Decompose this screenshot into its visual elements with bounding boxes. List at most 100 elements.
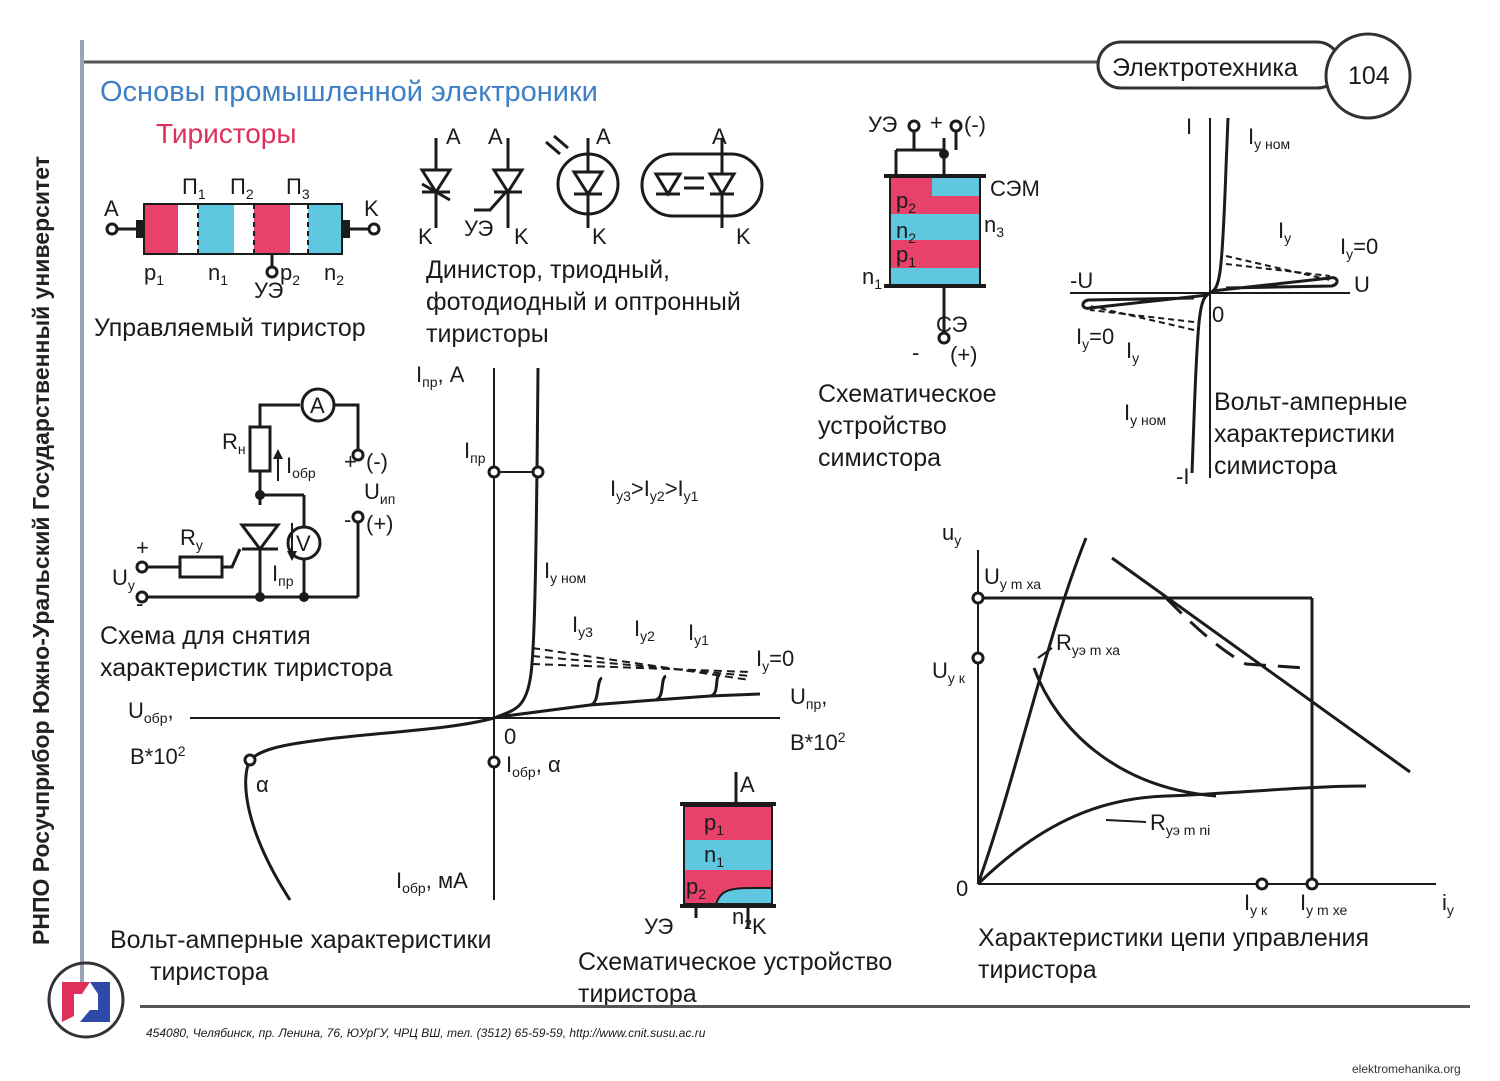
svg-text:n2: n2 xyxy=(324,260,344,288)
caption-line: Схематическое xyxy=(818,380,997,408)
svg-text:A: A xyxy=(740,772,755,797)
svg-text:n3: n3 xyxy=(984,212,1004,240)
university-logo xyxy=(47,961,125,1039)
svg-text:0: 0 xyxy=(956,876,968,901)
measurement-circuit: A V Rн Iобр + (-) Uип - (+) Rу Iпр + Uу … xyxy=(112,387,395,610)
caption-line: тиристора xyxy=(150,958,269,986)
footer-address: 454080, Челябинск, пр. Ленина, 76, ЮУрГУ… xyxy=(146,1026,706,1040)
svg-text:Iу mхе: Iу mхе xyxy=(1300,890,1348,918)
svg-text:V: V xyxy=(296,531,311,556)
svg-text:Rуэ mха: Rуэ mха xyxy=(1056,630,1120,658)
header-frame xyxy=(84,32,1412,120)
svg-text:+: + xyxy=(344,449,357,474)
svg-text:iу: iу xyxy=(1442,890,1454,918)
svg-text:B*102: B*102 xyxy=(790,729,846,755)
svg-text:УЭ: УЭ xyxy=(464,216,493,241)
sidebar-vertical-text: РНПО Росучприбор Южно-Уральский Государс… xyxy=(28,155,54,945)
caption-line: тиристора xyxy=(978,956,1097,984)
thyristor-vac-chart: Iпр, A Iпр Iу3>Iу2>Iу1 Iу ном Iу3 Iу2 Iу… xyxy=(128,362,846,901)
svg-text:П2: П2 xyxy=(230,174,254,202)
watermark: elektromehanika.org xyxy=(1352,1062,1461,1076)
svg-text:I: I xyxy=(1186,114,1192,139)
caption-line: Вольт-амперные характеристики xyxy=(110,926,492,954)
svg-text:uу: uу xyxy=(942,520,961,548)
svg-text:-I: -I xyxy=(1176,464,1189,488)
caption-line: устройство xyxy=(818,412,947,440)
svg-text:Iу=0: Iу=0 xyxy=(1076,324,1114,352)
svg-text:Iу3>Iу2>Iу1: Iу3>Iу2>Iу1 xyxy=(610,476,699,504)
caption-line: Характеристики цепи управления xyxy=(978,924,1370,952)
svg-text:p1: p1 xyxy=(144,260,164,288)
svg-text:0: 0 xyxy=(1212,302,1224,327)
svg-text:-: - xyxy=(136,591,143,610)
svg-text:K: K xyxy=(752,914,767,938)
svg-text:Iу=0: Iу=0 xyxy=(756,646,794,674)
svg-text:B*102: B*102 xyxy=(130,743,186,769)
svg-text:K: K xyxy=(364,196,379,221)
svg-text:α: α xyxy=(256,772,269,797)
svg-text:Iпр: Iпр xyxy=(464,438,486,466)
svg-text:K: K xyxy=(592,224,607,249)
svg-text:U: U xyxy=(1354,272,1370,297)
caption-line: Вольт-амперные xyxy=(1214,388,1408,416)
controlled-thyristor-diagram: A K П1 П2 П3 p1 n1 p2 n2 УЭ xyxy=(104,174,381,298)
svg-text:Iу1: Iу1 xyxy=(688,620,709,648)
svg-text:СЭ: СЭ xyxy=(936,312,968,337)
subject-label: Электротехника xyxy=(1112,54,1298,82)
svg-text:Iобр: Iобр xyxy=(286,453,316,481)
svg-text:Iобр, мA: Iобр, мA xyxy=(396,868,468,896)
svg-text:-U: -U xyxy=(1070,268,1093,293)
caption-line: фотодиодный и оптронный xyxy=(426,288,741,316)
svg-text:A: A xyxy=(488,124,503,149)
svg-text:n1: n1 xyxy=(208,260,228,288)
svg-text:Iу: Iу xyxy=(1126,338,1139,366)
caption-line: характеристик тиристора xyxy=(100,654,393,682)
svg-text:П1: П1 xyxy=(182,174,206,202)
svg-text:Iу=0: Iу=0 xyxy=(1340,234,1378,262)
svg-text:(+): (+) xyxy=(366,511,394,536)
svg-text:+: + xyxy=(136,535,149,560)
svg-text:Uу к: Uу к xyxy=(932,658,966,686)
svg-text:Rуэ m ni: Rуэ m ni xyxy=(1150,810,1210,838)
caption-line: Схема для снятия xyxy=(100,622,311,650)
svg-text:Iу2: Iу2 xyxy=(634,616,655,644)
svg-text:A: A xyxy=(310,393,325,418)
caption-triac-vac: Вольт-амперные характеристики симистора xyxy=(1214,386,1408,482)
svg-text:Iу3: Iу3 xyxy=(572,612,593,640)
svg-text:K: K xyxy=(736,224,751,249)
svg-text:УЭ: УЭ xyxy=(254,278,283,298)
caption-line: симистора xyxy=(1214,452,1337,480)
caption-controlled-thyristor: Управляемый тиристор xyxy=(94,314,366,342)
svg-text:УЭ: УЭ xyxy=(644,914,673,938)
page-number: 104 xyxy=(1348,62,1390,90)
triac-vac-chart: I Iу ном Iу Iу=0 -U U 0 Iу=0 Iу Iу ном -… xyxy=(1070,114,1378,488)
svg-text:(-): (-) xyxy=(964,112,986,137)
sidebar-rule xyxy=(80,40,84,990)
svg-text:(-): (-) xyxy=(366,449,388,474)
svg-text:Iу ном: Iу ном xyxy=(1124,400,1166,428)
svg-text:+: + xyxy=(930,110,943,135)
caption-thyristor-types: Динистор, триодный, фотодиодный и оптрон… xyxy=(426,254,741,350)
svg-text:Iу ном: Iу ном xyxy=(544,558,586,586)
caption-line: Схематическое устройство xyxy=(578,948,893,976)
svg-text:(+): (+) xyxy=(950,342,978,367)
caption-line: характеристики xyxy=(1214,420,1395,448)
svg-text:-: - xyxy=(912,340,919,365)
thyristor-structure-diagram: A p1 n1 p2 УЭ n2 K xyxy=(644,772,776,938)
svg-text:Iпр, A: Iпр, A xyxy=(416,362,465,390)
caption-line: Динистор, триодный, xyxy=(426,256,670,284)
footer-rule xyxy=(140,1005,1470,1008)
caption-circuit: Схема для снятия характеристик тиристора xyxy=(100,620,393,684)
caption-triac-structure: Схематическое устройство симистора xyxy=(818,378,997,474)
thyristor-type-symbols: A K A УЭ K A K A K xyxy=(418,124,764,249)
svg-text:A: A xyxy=(712,124,727,149)
svg-text:-: - xyxy=(344,507,351,532)
svg-text:A: A xyxy=(596,124,611,149)
caption-line: тиристоры xyxy=(426,320,549,348)
svg-text:П3: П3 xyxy=(286,174,310,202)
svg-text:A: A xyxy=(446,124,461,149)
svg-text:K: K xyxy=(418,224,433,249)
caption-control-characteristics: Характеристики цепи управления тиристора xyxy=(978,922,1369,986)
section-title: Тиристоры xyxy=(156,118,297,149)
